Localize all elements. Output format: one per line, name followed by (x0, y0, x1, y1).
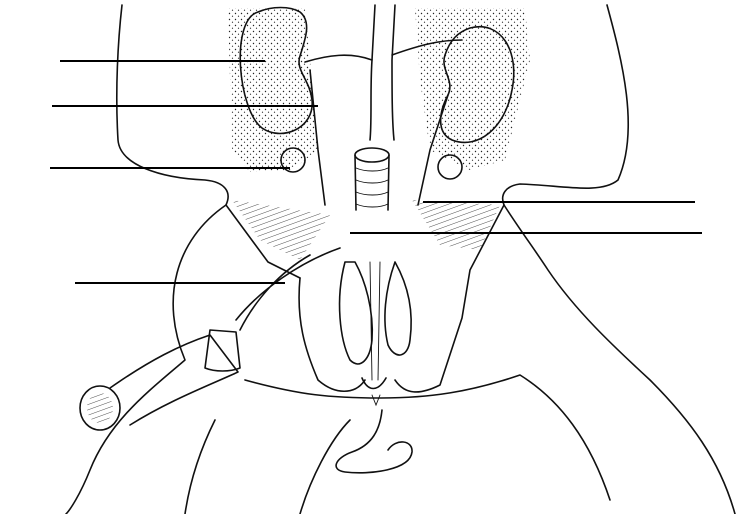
tail (336, 410, 412, 473)
leg-stump (80, 248, 340, 430)
label-leaders (50, 61, 702, 283)
pelvic-region (226, 200, 504, 405)
kidney-left (228, 8, 318, 173)
kidney-right (415, 8, 530, 170)
central-tube (355, 148, 389, 210)
body-outline (66, 5, 735, 514)
